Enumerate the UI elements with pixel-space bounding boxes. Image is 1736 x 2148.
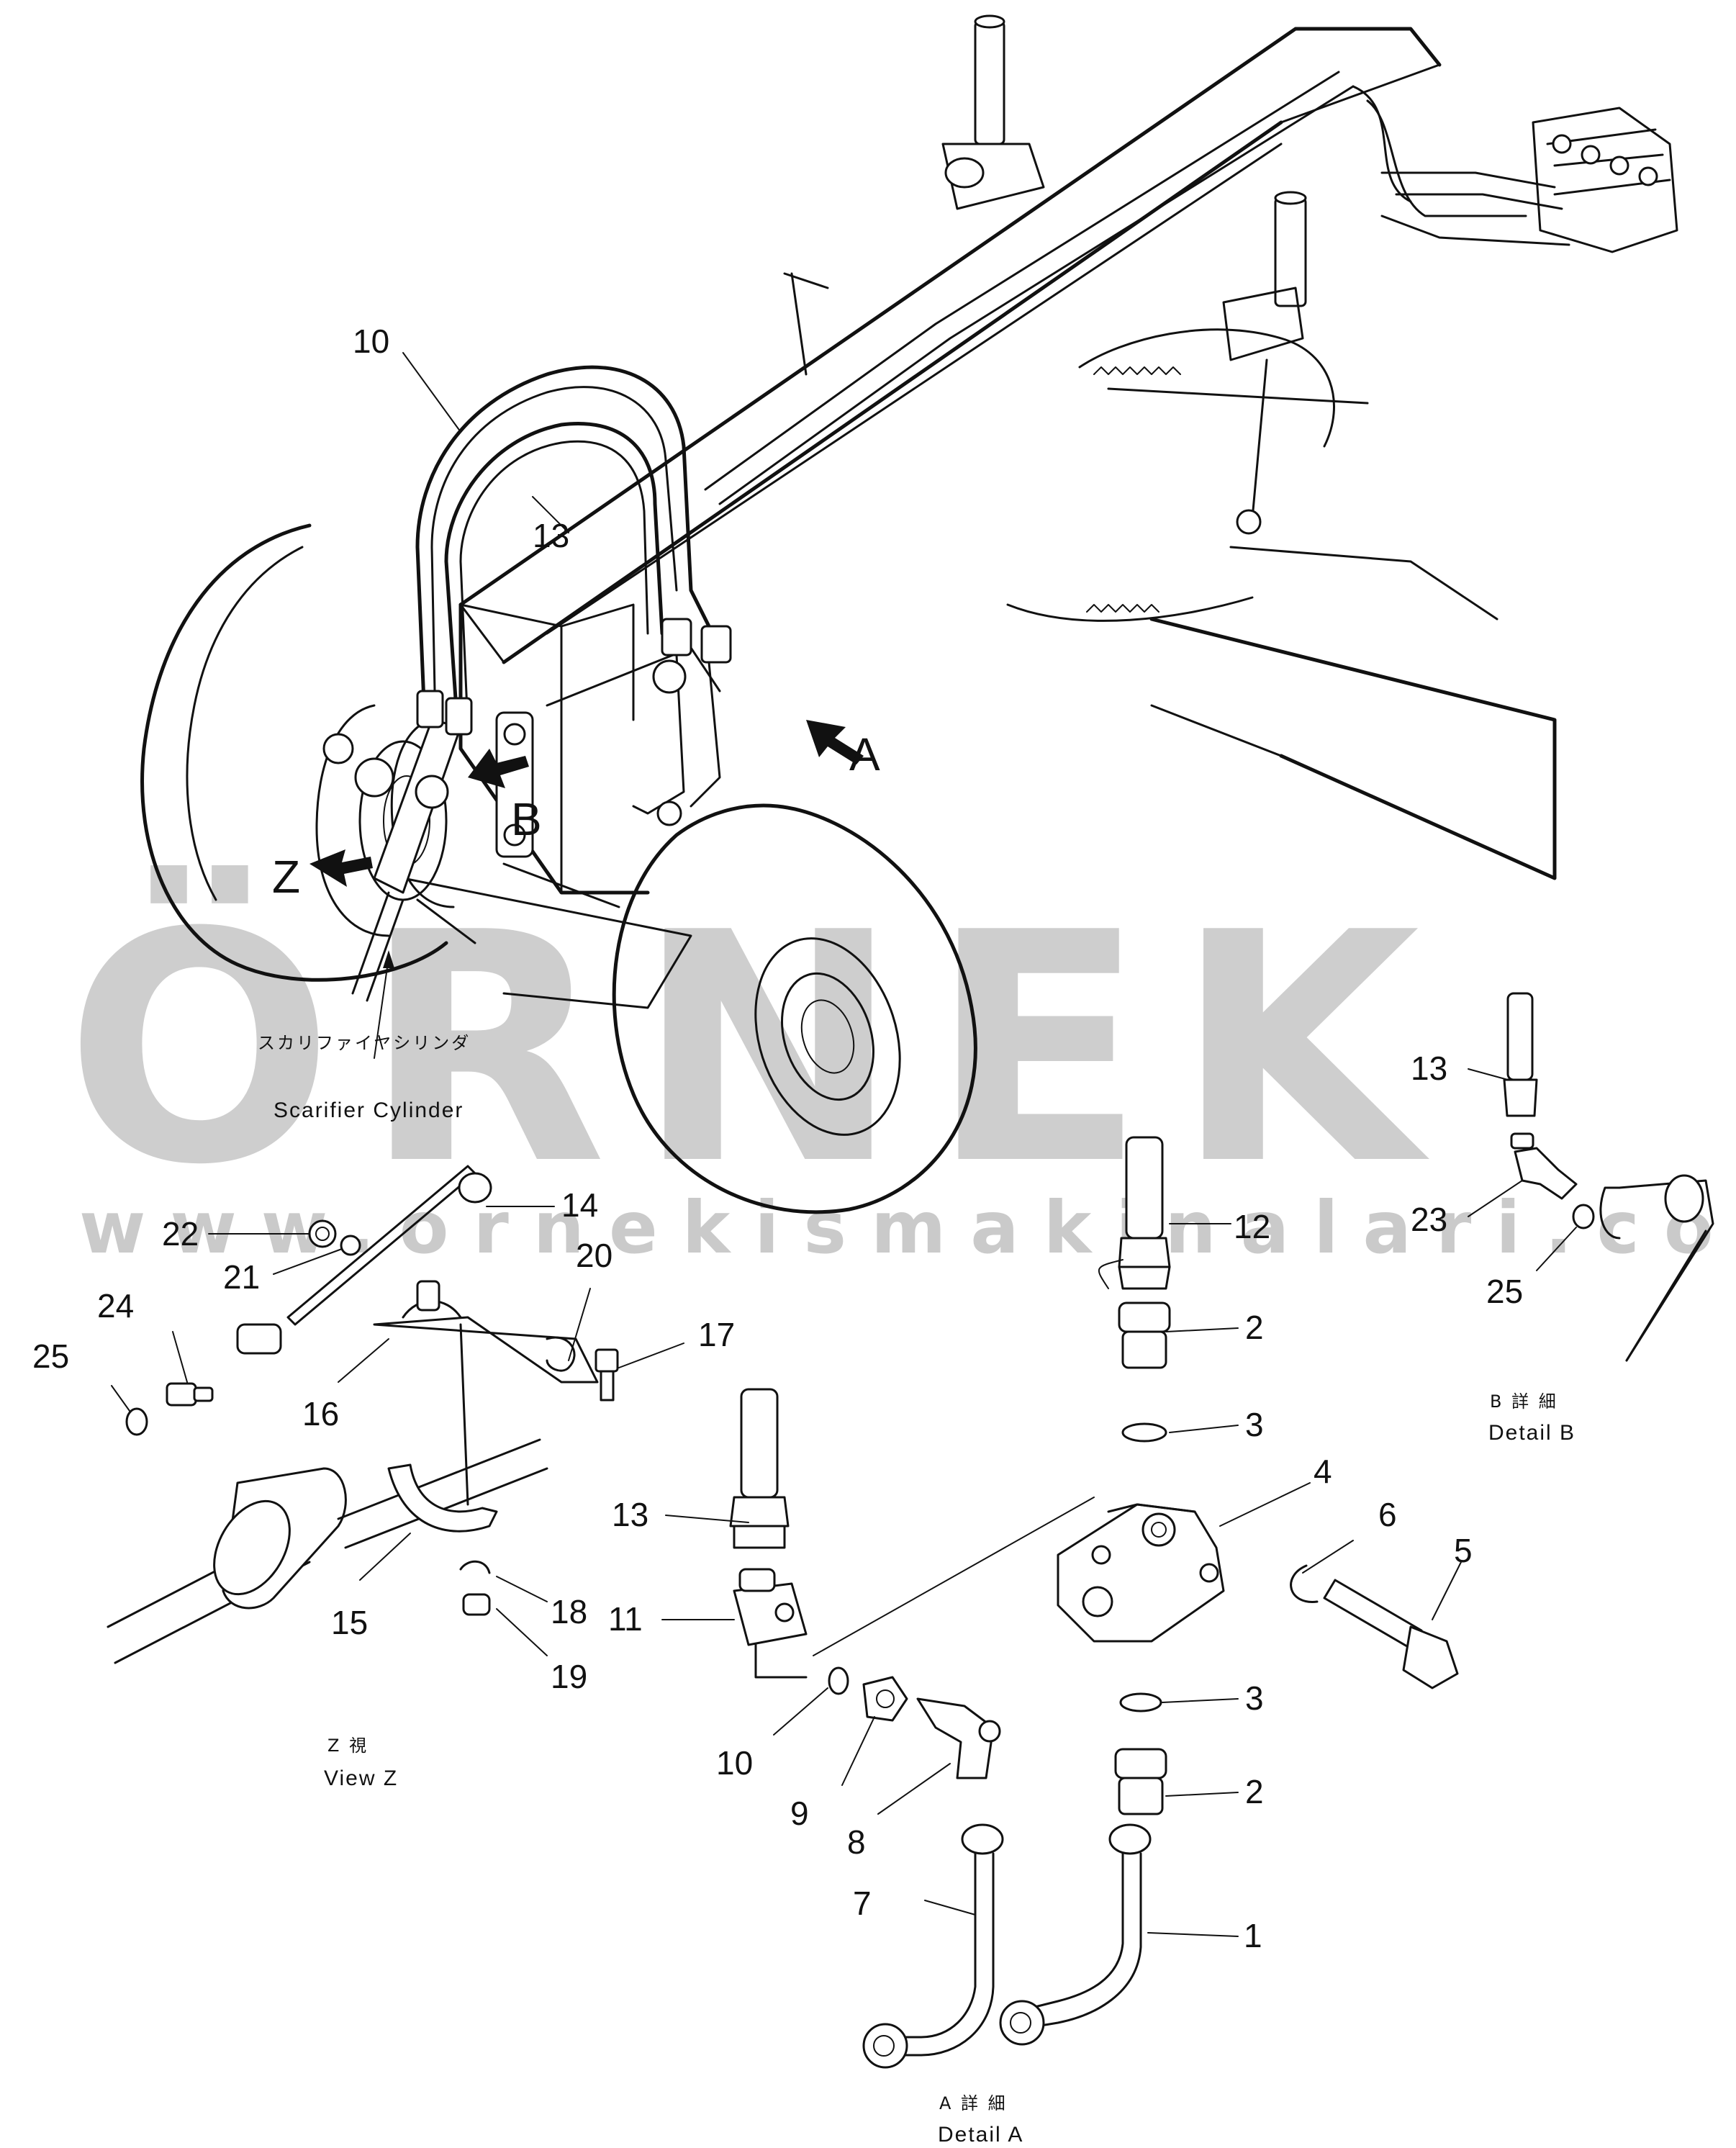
callout-main-13: 13 xyxy=(533,517,569,554)
main-assembly-illustration: A B Z スカリファイヤシリンダ Scarifier Cylinder 10 … xyxy=(140,14,1678,1214)
callout-z-14: 14 xyxy=(561,1186,598,1224)
view-z-detail: 14 22 21 20 24 25 17 16 15 18 19 Z 視 Vie… xyxy=(32,1165,735,1790)
callout-z-19: 19 xyxy=(551,1658,587,1695)
callout-b-13: 13 xyxy=(1411,1050,1447,1087)
scarifier-cylinder-label-en: Scarifier Cylinder xyxy=(273,1098,464,1122)
callout-a-3-bottom: 3 xyxy=(1245,1679,1264,1717)
scarifier-bracket xyxy=(402,603,721,1009)
view-marker-a-label: A xyxy=(849,728,880,780)
view-marker-a: A xyxy=(806,720,880,780)
callout-z-21: 21 xyxy=(223,1258,260,1296)
callout-b-23: 23 xyxy=(1411,1201,1447,1238)
scarifier-cylinder-label-jp: スカリファイヤシリンダ xyxy=(258,1033,471,1053)
view-marker-b-label: B xyxy=(511,793,542,845)
detail-b-caption-jp: B 詳 細 xyxy=(1490,1391,1558,1412)
callout-a-5: 5 xyxy=(1454,1532,1473,1569)
detail-b-caption-en: Detail B xyxy=(1488,1421,1575,1445)
detail-a: 13 11 10 9 8 7 1 12 2 3 4 6 5 3 2 A 詳 細 … xyxy=(608,1136,1473,2147)
watermark-url: www.ornekismakinalari.com.tr xyxy=(79,1186,1736,1270)
callout-a-1: 1 xyxy=(1244,1917,1262,1954)
callout-b-25: 25 xyxy=(1486,1273,1523,1310)
view-z-caption-jp: Z 視 xyxy=(327,1736,369,1756)
view-z-caption-en: View Z xyxy=(324,1766,398,1790)
callout-a-2-bottom: 2 xyxy=(1245,1773,1264,1810)
callout-z-22: 22 xyxy=(162,1215,199,1253)
watermark: ÖRNEK www.ornekismakinalari.com.tr xyxy=(65,862,1736,1271)
callout-z-17: 17 xyxy=(698,1316,735,1353)
callout-a-4: 4 xyxy=(1314,1453,1332,1490)
view-marker-z-label: Z xyxy=(272,851,300,903)
callout-z-24: 24 xyxy=(97,1287,134,1325)
callout-z-15: 15 xyxy=(331,1604,368,1641)
callout-z-25: 25 xyxy=(32,1337,69,1375)
control-valve xyxy=(1532,107,1678,253)
callout-a-7: 7 xyxy=(853,1885,872,1922)
callout-a-12: 12 xyxy=(1234,1208,1270,1245)
callout-a-13: 13 xyxy=(612,1496,648,1533)
detail-b: 13 23 25 B 詳 細 Detail B xyxy=(1411,992,1714,1445)
callout-z-20: 20 xyxy=(576,1237,612,1274)
callout-main-10: 10 xyxy=(353,322,389,360)
watermark-brand: ÖRNEK xyxy=(65,862,1449,1235)
front-tire xyxy=(612,803,977,1214)
callout-a-2-top: 2 xyxy=(1245,1309,1264,1346)
callout-z-16: 16 xyxy=(302,1395,339,1432)
callout-a-11: 11 xyxy=(608,1600,643,1638)
view-marker-b: B xyxy=(468,749,542,845)
circle-turntable xyxy=(1006,328,1369,622)
moldboard-blade xyxy=(783,272,1557,880)
supply-hoses xyxy=(704,71,1570,505)
callout-a-3-top: 3 xyxy=(1245,1406,1264,1443)
view-marker-z: Z xyxy=(272,849,373,903)
callout-a-6: 6 xyxy=(1378,1496,1397,1533)
lift-cylinders xyxy=(941,14,1307,535)
scarifier-cylinder xyxy=(322,718,462,1002)
callout-a-8: 8 xyxy=(847,1823,866,1861)
hose-loop-10-13 xyxy=(415,365,732,826)
callout-z-18: 18 xyxy=(551,1593,587,1630)
callout-a-10: 10 xyxy=(716,1744,753,1782)
callout-a-9: 9 xyxy=(790,1795,809,1832)
detail-a-caption-en: Detail A xyxy=(938,2123,1023,2147)
detail-a-caption-jp: A 詳 細 xyxy=(939,2093,1008,2113)
